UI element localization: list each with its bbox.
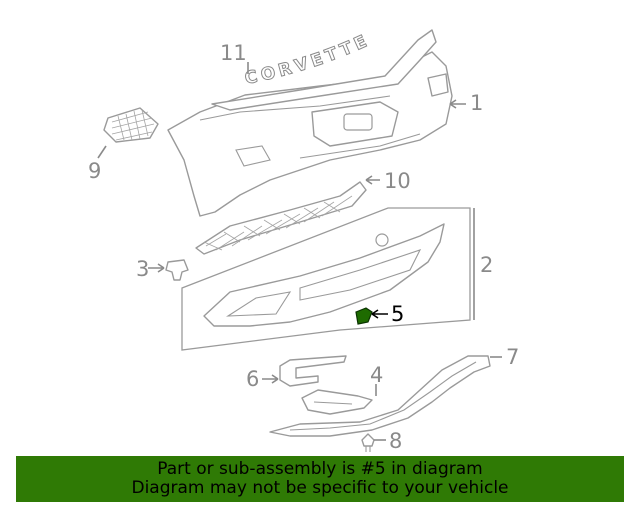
screw-part-8	[361, 433, 375, 452]
callout-labels: 11 1 2 3 5 6 4 7 8 9 10	[88, 41, 519, 453]
fastener-part-3	[165, 259, 189, 281]
callout-2: 2	[480, 253, 493, 277]
banner-line-1: Part or sub-assembly is #5 in diagram	[157, 459, 483, 479]
callout-3: 3	[136, 257, 149, 281]
callout-9: 9	[88, 159, 101, 183]
parts-diagram: CORVETTE	[88, 29, 519, 453]
callout-4: 4	[370, 363, 383, 387]
part-info-banner: Part or sub-assembly is #5 in diagram Di…	[16, 456, 624, 502]
callout-10: 10	[384, 169, 411, 193]
svg-text:CORVETTE: CORVETTE	[243, 30, 373, 89]
emblem-lettering: CORVETTE	[243, 30, 370, 90]
leader-lines	[97, 62, 502, 441]
side-grille	[103, 107, 159, 143]
callout-11: 11	[220, 41, 247, 65]
bumper-cover	[167, 29, 453, 217]
lower-grille	[195, 181, 367, 255]
callout-7: 7	[506, 345, 519, 369]
corvette-emblem: CORVETTE	[243, 30, 373, 90]
assembly-frame	[181, 207, 471, 351]
callout-6: 6	[246, 367, 259, 391]
trim-part-6	[279, 355, 347, 387]
bracket-part-4	[301, 389, 373, 415]
diffuser-panel	[203, 223, 445, 327]
banner-line-2: Diagram may not be specific to your vehi…	[131, 478, 509, 498]
callout-5: 5	[391, 302, 404, 326]
callout-1: 1	[470, 91, 483, 115]
callout-8: 8	[389, 429, 402, 453]
clip-part-5	[355, 307, 373, 325]
lower-molding-part-7	[269, 355, 491, 437]
